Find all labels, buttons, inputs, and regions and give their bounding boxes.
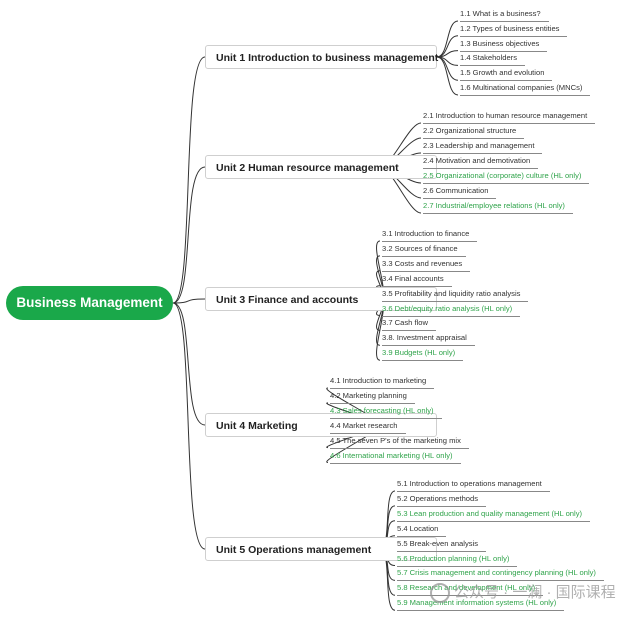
topic-4-5[interactable]: 4.5 The seven P's of the marketing mix	[330, 434, 469, 449]
topic-5-5[interactable]: 5.5 Break-even analysis	[397, 537, 487, 552]
topic-3-7[interactable]: 3.7 Cash flow	[382, 316, 437, 332]
unit-node-2[interactable]: Unit 2 Human resource management	[205, 155, 437, 179]
topic-5-1[interactable]: 5.1 Introduction to operations managemen…	[397, 477, 550, 492]
connector-root-unit-2	[172, 166, 206, 304]
topic-3-8[interactable]: 3.8. Investment appraisal	[382, 331, 475, 347]
wechat-icon	[430, 583, 450, 604]
topic-5-3[interactable]: 5.3 Lean production and quality manageme…	[397, 507, 591, 522]
unit-node-4[interactable]: Unit 4 Marketing	[205, 413, 437, 437]
topic-2-4[interactable]: 2.4 Motivation and demotivation	[423, 154, 539, 169]
unit-node-5[interactable]: Unit 5 Operations management	[205, 537, 437, 561]
topic-5-7[interactable]: 5.7 Crisis management and contingency pl…	[397, 566, 604, 582]
connector-unit-1-topic-1	[436, 20, 459, 58]
topic-5-4[interactable]: 5.4 Location	[397, 522, 447, 537]
topic-1-1[interactable]: 1.1 What is a business?	[460, 7, 549, 22]
topic-4-3[interactable]: 4.3 Sales forecasting (HL only)	[330, 404, 442, 419]
topic-2-2[interactable]: 2.2 Organizational structure	[423, 124, 525, 139]
connector-root-unit-4	[172, 302, 206, 426]
topic-3-6[interactable]: 3.6 Debt/equity ratio analysis (HL only)	[382, 302, 521, 317]
topic-3-3[interactable]: 3.3 Costs and revenues	[382, 257, 471, 272]
topic-1-4[interactable]: 1.4 Stakeholders	[460, 51, 525, 67]
topic-4-1[interactable]: 4.1 Introduction to marketing	[330, 374, 435, 389]
topic-2-1[interactable]: 2.1 Introduction to human resource manag…	[423, 109, 596, 124]
topic-4-4[interactable]: 4.4 Market research	[330, 419, 406, 434]
watermark: 公众号 · 一澜 · 国际课程	[430, 579, 616, 607]
topic-2-6[interactable]: 2.6 Communication	[423, 184, 497, 199]
unit-node-1[interactable]: Unit 1 Introduction to business manageme…	[205, 45, 438, 69]
unit-node-3[interactable]: Unit 3 Finance and accounts	[205, 287, 437, 311]
topic-3-5[interactable]: 3.5 Profitability and liquidity ratio an…	[382, 287, 529, 302]
topic-2-7[interactable]: 2.7 Industrial/employee relations (HL on…	[423, 199, 573, 214]
connector-root-unit-1	[172, 56, 206, 304]
topic-2-5[interactable]: 2.5 Organizational (corporate) culture (…	[423, 169, 590, 184]
root-node[interactable]: Business Management	[6, 286, 173, 320]
watermark-text: 公众号 · 一澜 · 国际课程	[454, 584, 616, 601]
topic-5-2[interactable]: 5.2 Operations methods	[397, 492, 487, 507]
topic-1-6[interactable]: 1.6 Multinational companies (MNCs)	[460, 81, 591, 96]
connector-root-unit-5	[172, 302, 206, 550]
topic-2-3[interactable]: 2.3 Leadership and management	[423, 139, 543, 154]
topic-4-6[interactable]: 4.6 International marketing (HL only)	[330, 449, 461, 464]
topic-5-6[interactable]: 5.6 Production planning (HL only)	[397, 552, 518, 567]
topic-1-2[interactable]: 1.2 Types of business entities	[460, 22, 568, 37]
topic-5-8[interactable]: 5.8 Research and development (HL only)	[397, 581, 544, 597]
topic-3-9[interactable]: 3.9 Budgets (HL only)	[382, 346, 464, 362]
connector-root-unit-3	[172, 298, 206, 304]
topic-3-4[interactable]: 3.4 Final accounts	[382, 272, 452, 287]
topic-1-5[interactable]: 1.5 Growth and evolution	[460, 66, 553, 82]
topic-4-2[interactable]: 4.2 Marketing planning	[330, 389, 415, 404]
connector-unit-1-topic-6	[436, 56, 459, 96]
topic-5-9[interactable]: 5.9 Management information systems (HL o…	[397, 596, 565, 612]
topic-3-1[interactable]: 3.1 Introduction to finance	[382, 227, 478, 242]
topic-3-2[interactable]: 3.2 Sources of finance	[382, 242, 466, 257]
topic-1-3[interactable]: 1.3 Business objectives	[460, 37, 548, 52]
